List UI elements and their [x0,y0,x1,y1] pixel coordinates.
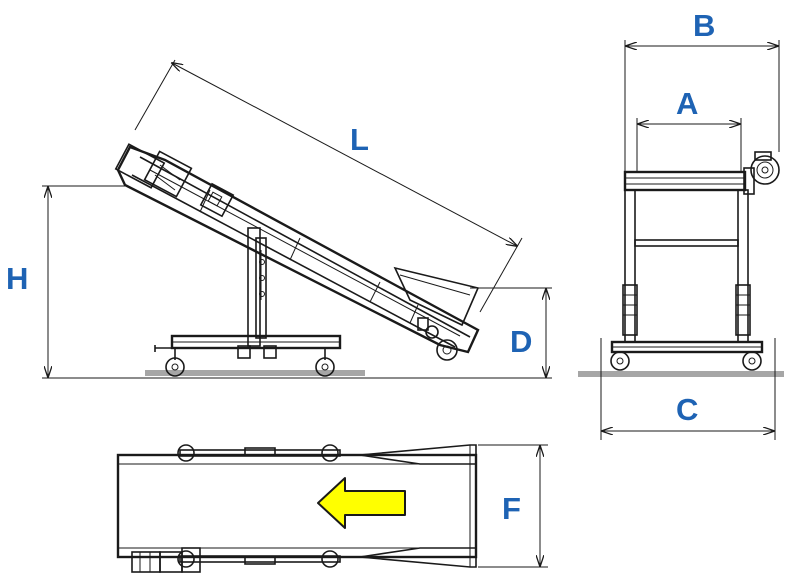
top-view: F [116,444,548,573]
front-view: A B C [578,8,784,440]
dimension-d [470,287,552,377]
side-left-caster [165,357,185,377]
inclined-belt-frame [116,145,480,361]
front-left-leg [624,189,636,343]
dimension-b [624,40,780,172]
top-caster-3 [177,550,195,568]
left-arrow-icon [317,477,406,529]
top-caster-2 [321,444,339,462]
dimension-l [134,59,523,313]
label-f: F [502,491,521,526]
top-caster-4 [321,550,339,568]
front-belt-top [623,170,747,192]
label-c: C [676,392,698,427]
dimension-c [600,338,776,440]
side-right-caster [315,357,335,377]
dimension-a [636,118,742,172]
front-left-caster [610,351,630,371]
front-right-caster [742,351,762,371]
front-motor [743,151,780,195]
dimension-f [478,444,548,568]
side-view: L H D [6,59,552,379]
label-b: B [693,8,715,43]
dimension-h [42,185,128,377]
label-l: L [350,122,369,157]
front-right-leg [737,189,749,343]
label-a: A [676,86,698,121]
label-h: H [6,261,28,296]
drive-motor [114,143,235,218]
top-caster-1 [177,444,195,462]
label-d: D [510,324,532,359]
top-belt-body [116,453,478,559]
side-base-frame [154,334,342,377]
side-ground-slab [145,370,365,376]
front-ground-slab [578,371,784,377]
top-motor [131,547,201,573]
